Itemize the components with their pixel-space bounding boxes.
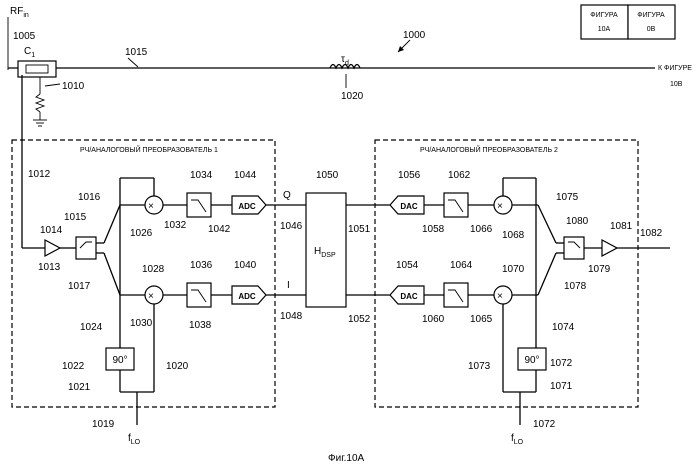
ref-1020b: 1020: [166, 361, 189, 372]
hdsp-block-1050: [306, 193, 346, 307]
amplifier-1081: [602, 240, 617, 256]
ref-1054: 1054: [396, 260, 419, 271]
ref-1015b: 1015: [64, 212, 87, 223]
svg-text:0В: 0В: [647, 26, 656, 33]
figure-index-a: [581, 5, 628, 39]
ref-1060: 1060: [422, 314, 445, 325]
ref-1024: 1024: [80, 322, 103, 333]
filter-1038: [187, 283, 211, 307]
ref-1036: 1036: [190, 260, 213, 271]
ref-1019: 1019: [92, 419, 115, 430]
ref-1046: 1046: [280, 221, 303, 232]
ref-1014: 1014: [40, 225, 63, 236]
ref-1080: 1080: [566, 216, 589, 227]
ref-1072b: 1072: [533, 419, 556, 430]
ref-1066: 1066: [470, 224, 493, 235]
ref-1026: 1026: [130, 228, 153, 239]
q-label: Q: [283, 190, 291, 201]
ref-1065: 1065: [470, 314, 493, 325]
ref-1013: 1013: [38, 262, 61, 273]
mixer-icon: ×: [148, 201, 154, 212]
ref-1012: 1012: [28, 169, 51, 180]
ref-1062: 1062: [448, 170, 471, 181]
leader-1010: [45, 84, 60, 86]
ref-1021: 1021: [68, 382, 91, 393]
lo-label-left: fLO: [128, 433, 141, 446]
ref-1068: 1068: [502, 230, 525, 241]
converter-2-title: РЧ/АНАЛОГОВЫЙ ПРЕОБРАЗОВАТЕЛЬ 2: [420, 145, 558, 154]
ref-1052: 1052: [348, 314, 371, 325]
ref-1022: 1022: [62, 361, 85, 372]
ref-1042: 1042: [208, 224, 231, 235]
svg-text:90°: 90°: [112, 355, 127, 366]
mixer-icon: ×: [497, 201, 503, 212]
svg-text:90°: 90°: [524, 355, 539, 366]
ref-1016: 1016: [78, 192, 101, 203]
ref-1015: 1015: [125, 47, 148, 58]
resistor-icon: [36, 94, 44, 112]
ref-1082: 1082: [640, 228, 663, 239]
ref-1056: 1056: [398, 170, 421, 181]
ref-1073: 1073: [468, 361, 491, 372]
ref-1032: 1032: [164, 220, 187, 231]
ref-1058: 1058: [422, 224, 445, 235]
ref-1030: 1030: [130, 318, 153, 329]
filter-1064: [444, 283, 468, 307]
filter-1034: [187, 193, 211, 217]
ref-1028: 1028: [142, 264, 165, 275]
ref-1070: 1070: [502, 264, 525, 275]
converter-1-title: РЧ/АНАЛОГОВЫЙ ПРЕОБРАЗОВАТЕЛЬ 1: [80, 145, 218, 154]
figure-index-b: [628, 5, 675, 39]
svg-text:10А: 10А: [598, 26, 611, 33]
ref-1038: 1038: [189, 320, 212, 331]
figure-caption: Фиг.10А: [328, 453, 365, 464]
ref-1064: 1064: [450, 260, 473, 271]
ref-1078: 1078: [564, 281, 587, 292]
combiner-1080: [564, 237, 584, 259]
ref-1075: 1075: [556, 192, 579, 203]
coupler-label: C1: [24, 46, 35, 59]
svg-text:ФИГУРА: ФИГУРА: [637, 12, 665, 19]
lo-label-right: fLO: [511, 433, 524, 446]
rf-in-label: RFin: [10, 6, 29, 19]
mixer-icon: ×: [497, 291, 503, 302]
ref-1074: 1074: [552, 322, 575, 333]
to-figure-line1: К ФИГУРЕ: [658, 65, 692, 72]
svg-text:DAC: DAC: [400, 292, 418, 301]
ref-1079: 1079: [588, 264, 611, 275]
filter-1062: [444, 193, 468, 217]
ref-1050: 1050: [316, 170, 339, 181]
svg-text:ФИГУРА: ФИГУРА: [590, 12, 618, 19]
coupler-block: [18, 61, 56, 77]
svg-text:ADC: ADC: [238, 292, 256, 301]
ref-1081: 1081: [610, 221, 633, 232]
ref-1034: 1034: [190, 170, 213, 181]
i-label: I: [287, 280, 290, 291]
ref-1044: 1044: [234, 170, 257, 181]
ref-1072: 1072: [550, 358, 573, 369]
mixer-icon: ×: [148, 291, 154, 302]
splitter-1015: [76, 237, 96, 259]
svg-text:ADC: ADC: [238, 202, 256, 211]
ref-1071: 1071: [550, 381, 573, 392]
ref-1040: 1040: [234, 260, 257, 271]
ref-1010: 1010: [62, 81, 85, 92]
ref-1020: 1020: [341, 91, 364, 102]
to-figure-line2: 10В: [670, 81, 683, 88]
amplifier-1013: [45, 240, 60, 256]
ref-1017: 1017: [68, 281, 91, 292]
svg-text:DAC: DAC: [400, 202, 418, 211]
ref-1048: 1048: [280, 311, 303, 322]
ref-1051: 1051: [348, 224, 371, 235]
ref-1000: 1000: [403, 30, 426, 41]
ref-1005: 1005: [13, 31, 36, 42]
